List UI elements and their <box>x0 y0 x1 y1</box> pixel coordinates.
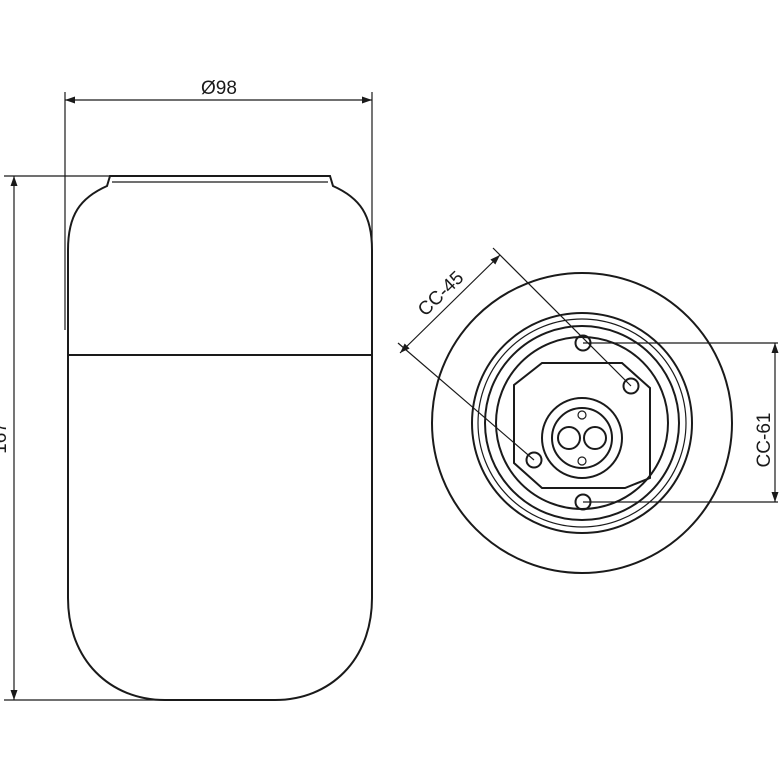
outer-flange-circle <box>431 272 733 574</box>
diameter-label: Ø98 <box>201 78 237 99</box>
side-view <box>67 175 373 701</box>
glass-cap-outline <box>67 175 373 356</box>
diameter-dimension: Ø98 <box>64 78 373 345</box>
mounting-hole-upper-right <box>622 377 640 395</box>
cc45-dimension-line <box>399 254 501 354</box>
cc45-extension-upper <box>492 247 632 387</box>
socket-outer-circle <box>541 397 623 479</box>
top-view <box>431 272 733 574</box>
mounting-hole-lower-left <box>525 451 543 469</box>
base-ring-inner <box>477 318 687 528</box>
socket-contact-left <box>557 426 581 450</box>
socket-pin-top <box>577 410 587 420</box>
mounting-plate-circle <box>484 325 680 521</box>
socket-inner-circle <box>551 407 613 469</box>
cc61-dimension: CC-61 <box>583 342 779 503</box>
socket-contact-right <box>583 426 607 450</box>
body-outline <box>67 355 373 701</box>
height-label: 167 <box>0 422 11 454</box>
socket-pin-bottom <box>577 456 587 466</box>
mounting-bracket <box>513 362 651 489</box>
base-ring-outer <box>471 312 693 534</box>
cc61-label: CC-61 <box>754 413 775 468</box>
height-dimension: 167 <box>0 175 165 701</box>
cc45-extension-lower <box>397 342 535 461</box>
